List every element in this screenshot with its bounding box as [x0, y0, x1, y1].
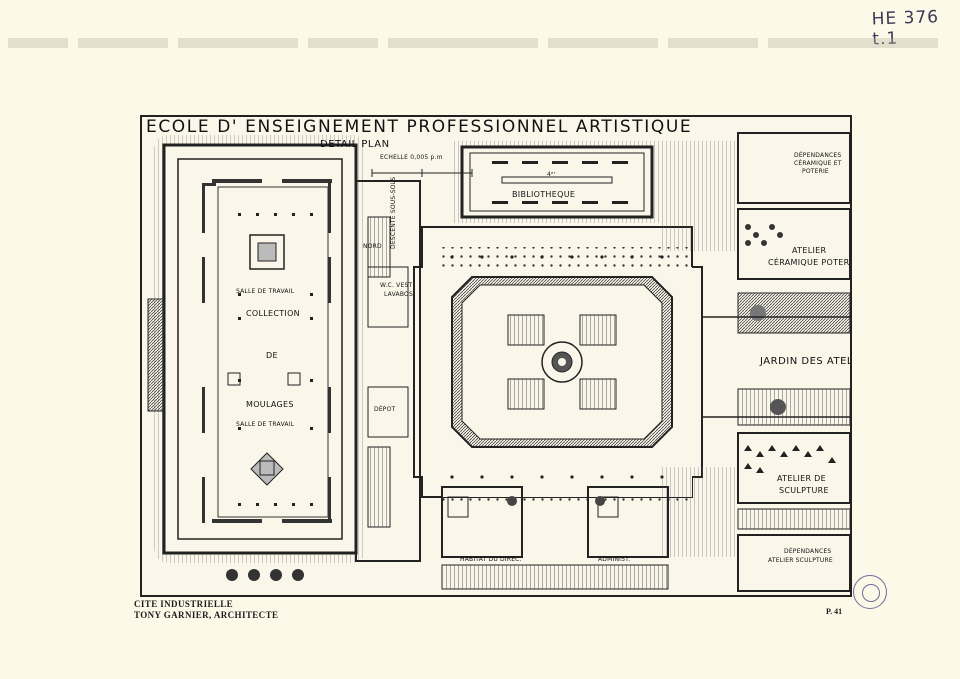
label-bibliotheque: BIBLIOTHEQUE: [512, 190, 576, 199]
label-bib-floor: 4ᵉʳ: [547, 171, 556, 178]
library-stamp-icon: [853, 575, 887, 609]
label-dependances-ceramique-1: DÉPENDANCES: [794, 152, 842, 159]
label-de: DE: [266, 351, 278, 360]
label-depot: DÉPOT: [374, 406, 396, 413]
label-dependances-sculpture-2: ATELIER SCULPTURE: [768, 557, 833, 564]
bibliotheque-block: [454, 141, 660, 223]
east-ateliers: [662, 132, 850, 592]
plan-title: ECOLE D' ENSEIGNEMENT PROFESSIONNEL ARTI…: [146, 117, 693, 137]
service-corridor: [355, 180, 421, 562]
label-administration: ADMINIST.: [598, 556, 631, 563]
plan-heading: DETAIL PLAN: [320, 139, 390, 150]
label-habitat-directeur: HABITAT DU DIREC.: [460, 556, 522, 563]
scale-note: ECHELLE 0,005 p.m: [380, 154, 443, 161]
label-nord: NORD: [363, 243, 382, 250]
label-lavabos: LAVABOS: [384, 291, 413, 298]
central-courtyard: [413, 226, 703, 507]
architectural-plan-plate: ECOLE D' ENSEIGNEMENT PROFESSIONNEL ARTI…: [140, 115, 852, 597]
label-atelier-sculpture-1: ATELIER DE: [777, 474, 826, 483]
plan-drawing: [147, 132, 850, 592]
scale-bar: [371, 169, 473, 177]
page-number: P. 41: [826, 607, 843, 616]
label-dependances-ceramique-2: CÉRAMIQUE ET: [794, 160, 842, 167]
label-atelier-sculpture-2: SCULPTURE: [779, 486, 829, 495]
caption-project: CITE INDUSTRIELLE: [134, 599, 234, 609]
west-wing-moulages: [147, 135, 366, 581]
label-salle-travail-2: SALLE DE TRAVAIL: [236, 421, 295, 428]
label-atelier-ceramique-1: ATELIER: [792, 246, 827, 255]
bleed-through-text: [8, 38, 938, 48]
caption-architect: TONY GARNIER, ARCHITECTE: [134, 610, 279, 620]
label-dependances-ceramique-3: POTERIE: [802, 168, 829, 175]
label-atelier-ceramique-2: CÉRAMIQUE POTERIE: [768, 258, 852, 267]
entrance-pavilions: [441, 486, 669, 590]
label-moulages: MOULAGES: [246, 400, 294, 409]
label-wc: W.C. VEST: [380, 282, 413, 289]
label-salle-travail-1: SALLE DE TRAVAIL: [236, 288, 295, 295]
label-dependances-sculpture-1: DÉPENDANCES: [784, 548, 832, 555]
label-descente: DESCENTE SOUS-SOLS: [390, 176, 397, 249]
label-collection: COLLECTION: [246, 309, 300, 318]
